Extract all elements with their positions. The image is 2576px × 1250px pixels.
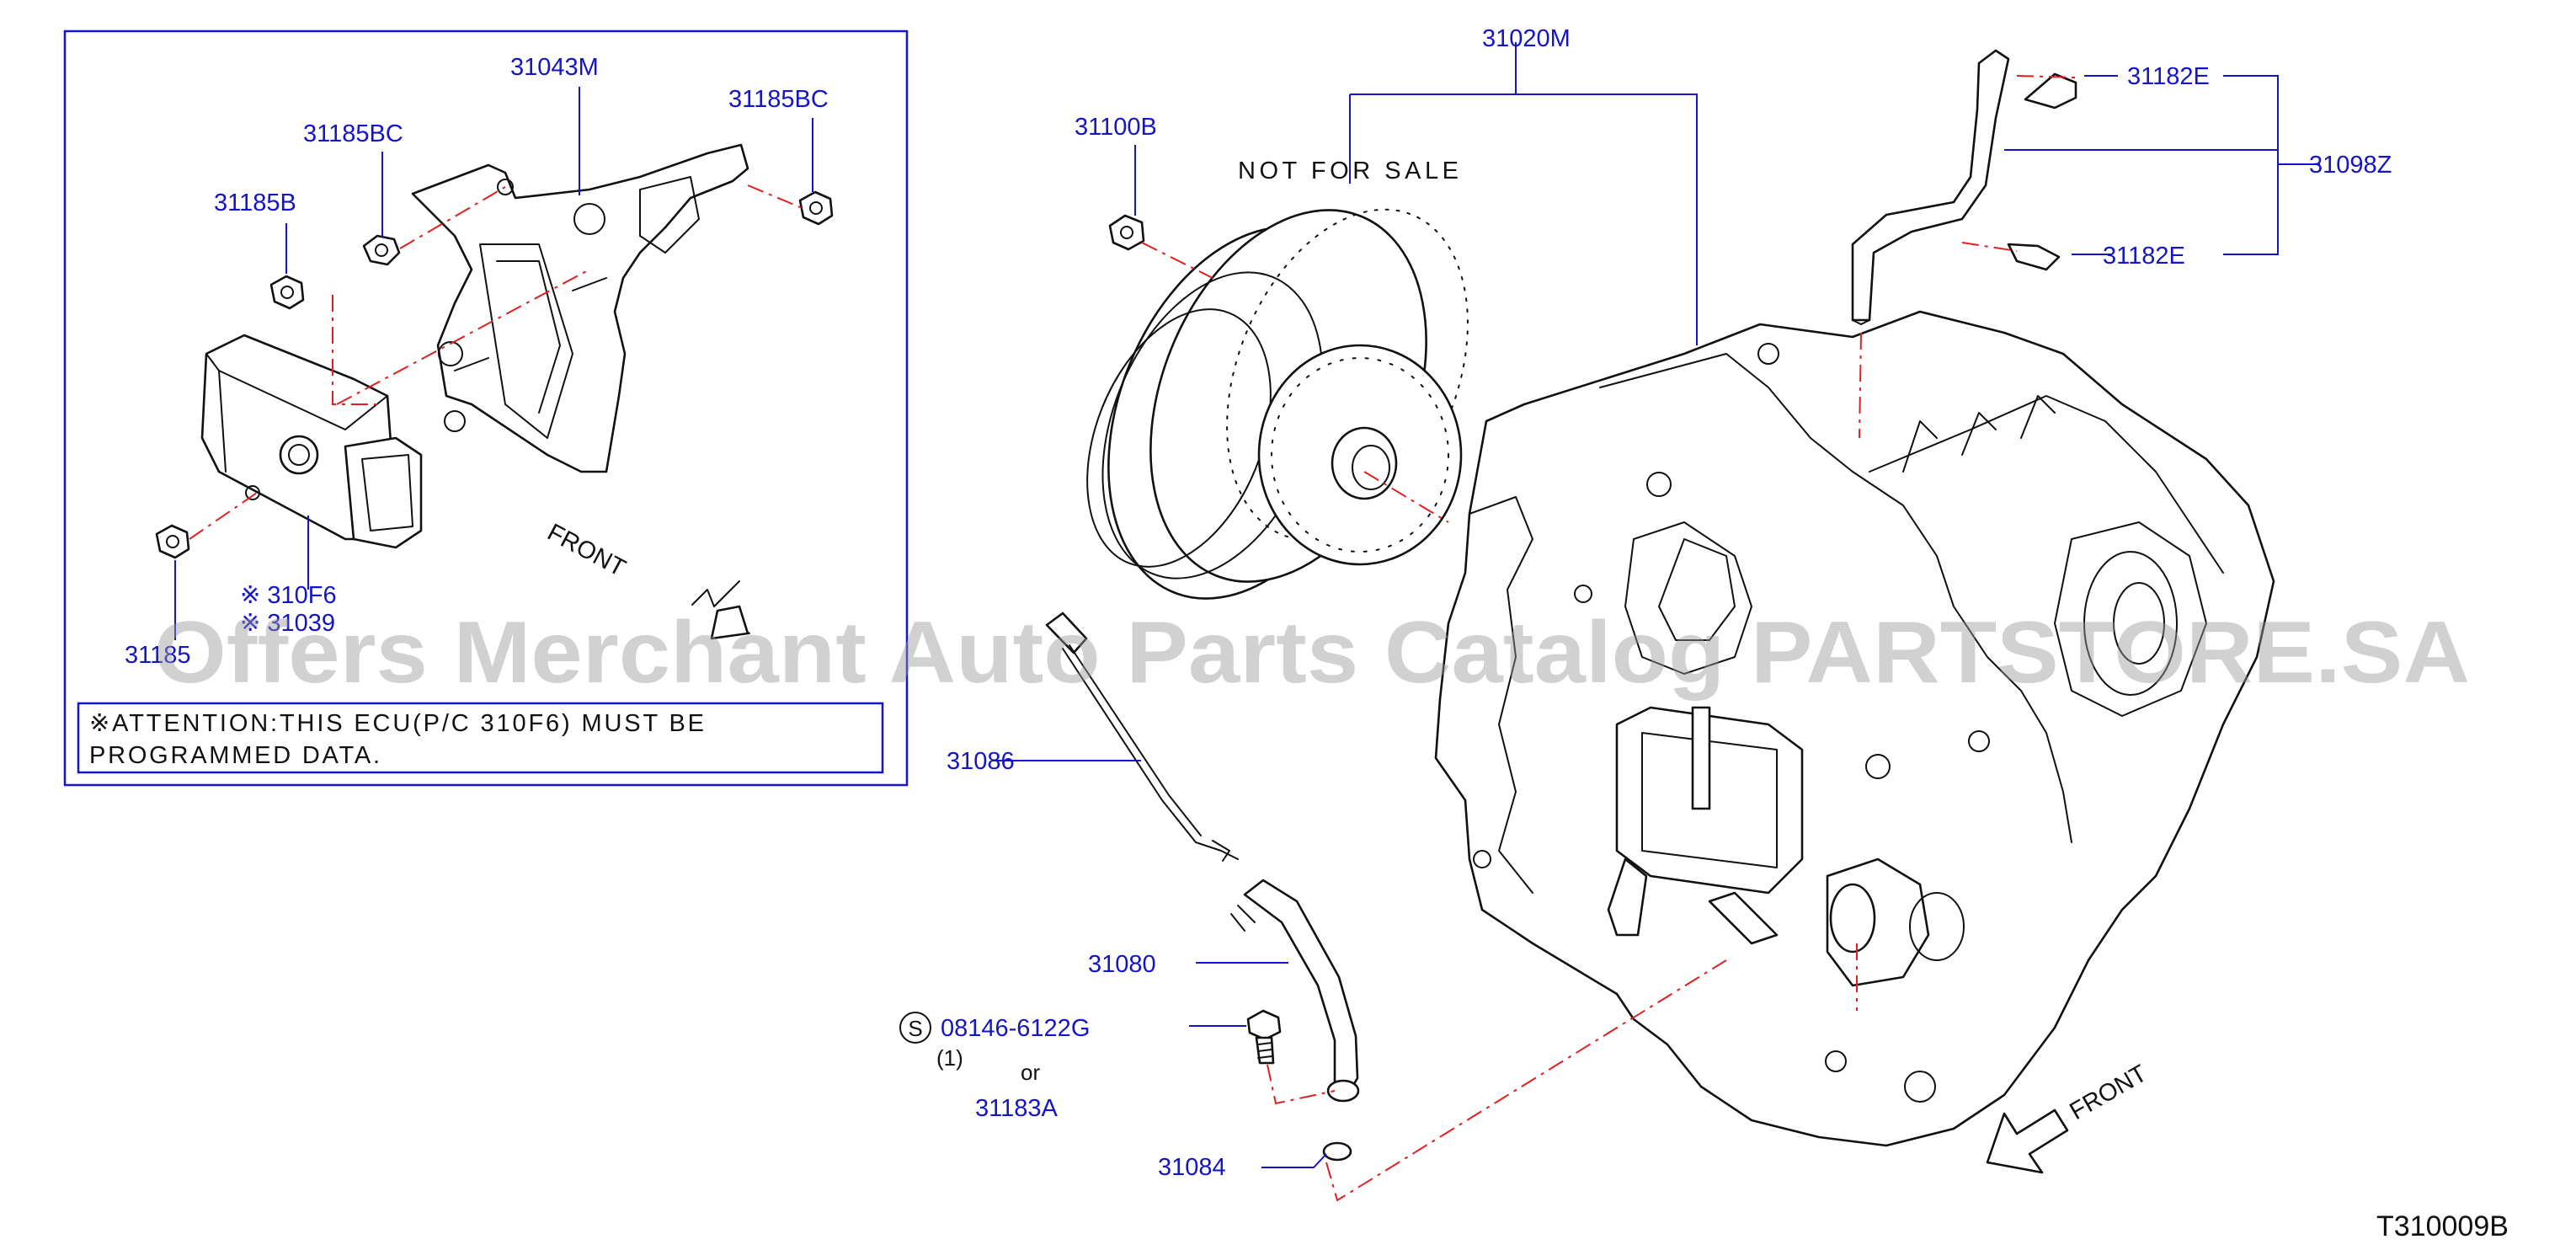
nut-31185-bottom bbox=[155, 524, 190, 559]
part-31185BC-right: 31185BC bbox=[728, 86, 829, 113]
part-31084: 31084 bbox=[1158, 1154, 1226, 1181]
or-text: or bbox=[1021, 1060, 1040, 1085]
watermark-text: Offers Merchant Auto Parts Catalog PARTS… bbox=[154, 604, 2470, 702]
attention-box bbox=[77, 702, 884, 774]
charging-pipe bbox=[1230, 879, 1360, 1103]
bolt-symbol-letter: S bbox=[908, 1016, 922, 1041]
diagram-code: T310009B bbox=[2376, 1210, 2509, 1242]
bolt-qty: (1) bbox=[936, 1045, 963, 1071]
part-31043M: 31043M bbox=[510, 54, 599, 81]
ecu-bracket bbox=[411, 143, 749, 473]
nut-31100B bbox=[1108, 214, 1145, 251]
breather-hose bbox=[1851, 49, 2077, 325]
part-31185-bottom: 31185 bbox=[125, 642, 191, 669]
part-31185B: 31185B bbox=[214, 190, 296, 216]
part-310F6: ※ 310F6 bbox=[240, 582, 337, 609]
part-31100B: 31100B bbox=[1075, 114, 1157, 141]
part-31182E-bottom: 31182E bbox=[2103, 243, 2185, 270]
inset-front-label: FRONT bbox=[543, 519, 630, 582]
inset-panel: FRONT 31043M 31185BC 31185BC 31185B ※ 31… bbox=[63, 29, 909, 787]
part-08146-6122G: 08146-6122G bbox=[941, 1015, 1090, 1042]
main-front-label: FRONT bbox=[2066, 1060, 2152, 1125]
nut-31185BC-left bbox=[362, 234, 401, 266]
transmission-ecu bbox=[200, 334, 423, 549]
part-31185BC-left: 31185BC bbox=[303, 120, 403, 147]
nut-31185B bbox=[269, 275, 305, 310]
part-31086: 31086 bbox=[947, 748, 1015, 775]
not-for-sale-label: NOT FOR SALE bbox=[1238, 158, 1459, 184]
transaxle-assembly bbox=[1434, 310, 2275, 1147]
part-31080: 31080 bbox=[1088, 951, 1156, 978]
attention-line-2: PROGRAMMED DATA. bbox=[89, 742, 380, 769]
bolt-08146 bbox=[1246, 1009, 1282, 1065]
part-31182E-top: 31182E bbox=[2127, 63, 2210, 90]
dipstick bbox=[1045, 612, 1239, 862]
torque-converter bbox=[1086, 208, 1469, 600]
nut-31185BC-right bbox=[798, 190, 834, 226]
bolt-symbol: S bbox=[899, 1012, 931, 1044]
part-31039: ※ 31039 bbox=[240, 610, 335, 637]
part-31098Z: 31098Z bbox=[2309, 152, 2392, 179]
part-31020M: 31020M bbox=[1482, 25, 1571, 52]
attention-line-1: ※ATTENTION:THIS ECU(P/C 310F6) MUST BE bbox=[89, 710, 704, 737]
part-31183A: 31183A bbox=[975, 1095, 1058, 1122]
o-ring bbox=[1322, 1141, 1352, 1162]
